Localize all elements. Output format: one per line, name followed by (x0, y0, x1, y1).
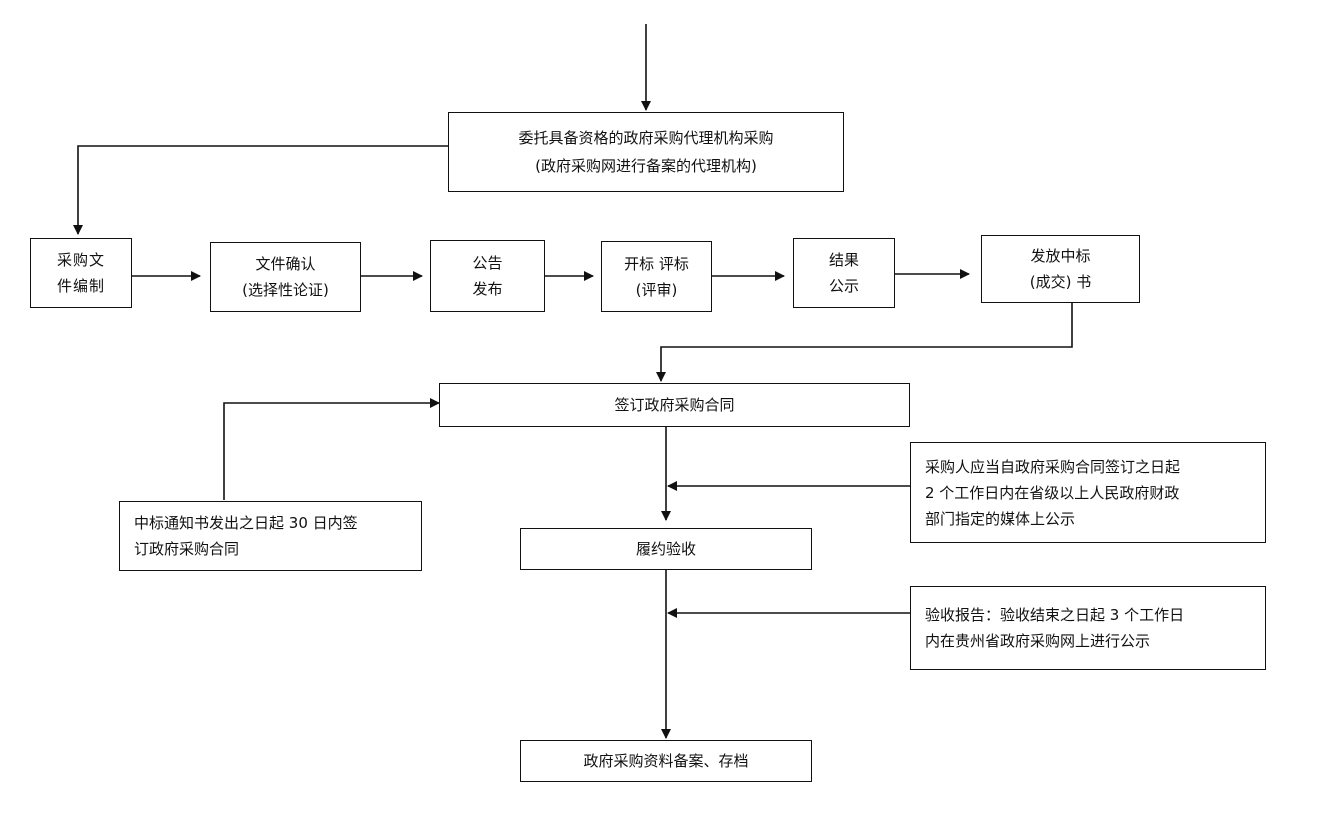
node-archive: 政府采购资料备案、存档 (520, 740, 812, 782)
node-docs-preparation: 采购文 件编制 (30, 238, 132, 308)
arrow-award-to-sign (656, 303, 1073, 382)
note-acceptance-report-line2: 内在贵州省政府采购网上进行公示 (925, 632, 1151, 650)
node-docs-line1: 采购文 (56, 251, 105, 269)
note-contract-publicity-line1: 采购人应当自政府采购合同签订之日起 (925, 457, 1181, 476)
node-confirm-line1: 文件确认 (255, 255, 316, 273)
node-sign-line1: 签订政府采购合同 (614, 396, 735, 414)
node-notice-line1: 公告 (472, 254, 503, 272)
node-docs-line2: 件编制 (56, 277, 105, 295)
note-sign-deadline: 中标通知书发出之日起 30 日内签 订政府采购合同 (119, 501, 422, 571)
node-award-line2: (成交) 书 (1029, 273, 1092, 291)
note-sign-deadline-line2: 订政府采购合同 (134, 540, 240, 558)
node-result-line2: 公示 (828, 277, 859, 295)
node-entrust-line1: 委托具备资格的政府采购代理机构采购 (518, 129, 774, 147)
node-bid-line1: 开标 评标 (624, 254, 689, 273)
node-sign-contract: 签订政府采购合同 (439, 383, 910, 427)
node-entrust-line2: (政府采购网进行备案的代理机构) (535, 157, 757, 175)
node-confirm-line2: (选择性论证) (242, 281, 329, 299)
arrow-deadline-to-sign (223, 398, 440, 500)
node-acceptance-line1: 履约验收 (635, 540, 696, 558)
node-archive-line1: 政府采购资料备案、存档 (583, 752, 749, 770)
node-bid-line2: (评审) (635, 280, 678, 299)
node-acceptance: 履约验收 (520, 528, 812, 570)
node-award-notice: 发放中标 (成交) 书 (981, 235, 1140, 303)
note-sign-deadline-line1: 中标通知书发出之日起 30 日内签 (134, 514, 358, 532)
note-contract-publicity-line3: 部门指定的媒体上公示 (925, 509, 1076, 528)
node-result-publicity: 结果 公示 (793, 238, 895, 308)
note-acceptance-report-line1: 验收报告：验收结束之日起 3 个工作日 (925, 606, 1185, 624)
note-contract-publicity: 采购人应当自政府采购合同签订之日起 2 个工作日内在省级以上人民政府财政 部门指… (910, 442, 1266, 543)
arrow-entrust-to-docs (73, 145, 448, 235)
note-contract-publicity-line2: 2 个工作日内在省级以上人民政府财政 (925, 483, 1180, 502)
node-bid-evaluation: 开标 评标 (评审) (601, 241, 712, 312)
node-award-line1: 发放中标 (1030, 247, 1091, 265)
node-result-line1: 结果 (828, 251, 859, 269)
node-notice-line2: 发布 (472, 280, 503, 298)
node-notice-publish: 公告 发布 (430, 240, 545, 312)
node-docs-confirmation: 文件确认 (选择性论证) (210, 242, 361, 312)
note-acceptance-report: 验收报告：验收结束之日起 3 个工作日 内在贵州省政府采购网上进行公示 (910, 586, 1266, 670)
node-entrust-agency: 委托具备资格的政府采购代理机构采购 (政府采购网进行备案的代理机构) (448, 112, 844, 192)
